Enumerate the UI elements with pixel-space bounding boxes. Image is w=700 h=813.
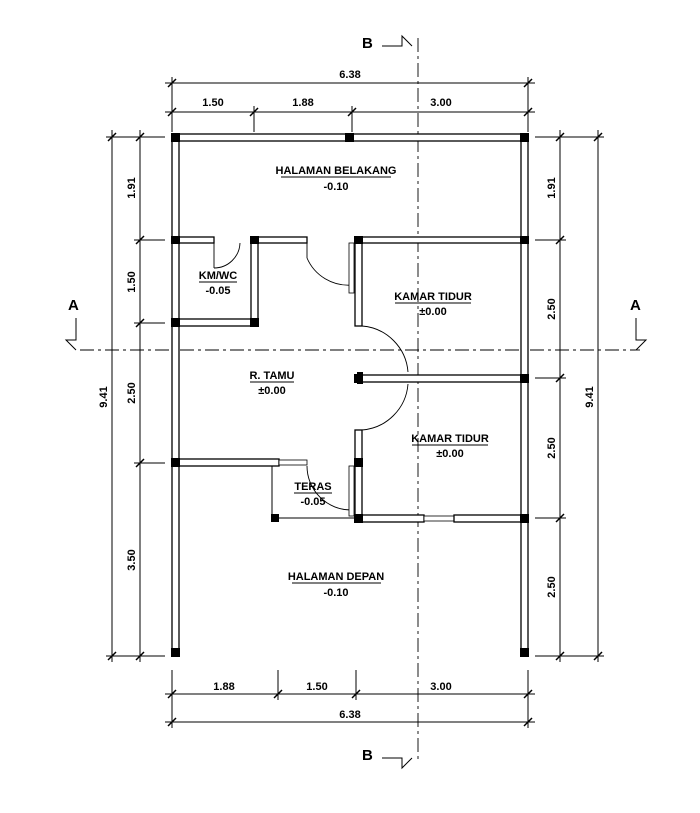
room-kamar-tidur-2: KAMAR TIDUR ±0.00 bbox=[411, 433, 489, 460]
column bbox=[345, 133, 354, 142]
dim-top-seg3: 3.00 bbox=[430, 97, 451, 109]
column bbox=[171, 133, 180, 142]
room-level: ±0.00 bbox=[258, 385, 285, 397]
room-r-tamu: R. TAMU ±0.00 bbox=[249, 370, 294, 397]
door-teras-panel bbox=[348, 465, 355, 517]
dimension-right: 1.91 2.50 2.50 2.50 9.41 bbox=[535, 130, 604, 662]
wall-kamar2-bottom-right bbox=[453, 514, 522, 523]
room-teras: TERAS -0.05 bbox=[294, 481, 332, 508]
dim-left-seg1: 1.91 bbox=[126, 177, 138, 198]
section-label-a-left: A bbox=[68, 297, 79, 314]
wall-kamar-top bbox=[354, 236, 522, 244]
room-kamar-tidur-1: KAMAR TIDUR ±0.00 bbox=[394, 291, 472, 318]
wall-kmwc-bottom bbox=[178, 318, 259, 327]
dim-bottom-seg2: 1.50 bbox=[306, 681, 327, 693]
wall-outer-right bbox=[520, 133, 529, 657]
room-level: -0.10 bbox=[323, 587, 348, 599]
door-teras-swing bbox=[306, 465, 352, 511]
room-level: -0.10 bbox=[323, 181, 348, 193]
dimension-top: 6.38 1.50 1.88 3.00 bbox=[165, 69, 535, 132]
column bbox=[354, 458, 363, 467]
section-label-b-top: B bbox=[362, 35, 373, 52]
column bbox=[171, 236, 180, 244]
room-name: KAMAR TIDUR bbox=[394, 291, 472, 303]
dim-right-seg4: 2.50 bbox=[546, 576, 558, 597]
section-marker-b-bottom: B bbox=[362, 747, 413, 770]
doors bbox=[213, 242, 409, 517]
wall-kamar2-bottom-left bbox=[361, 514, 425, 523]
dim-bottom-seg3: 3.00 bbox=[430, 681, 451, 693]
wall-tamu-bottom bbox=[178, 458, 280, 467]
room-name: HALAMAN BELAKANG bbox=[276, 165, 397, 177]
dim-bottom-seg1: 1.88 bbox=[213, 681, 234, 693]
column bbox=[171, 318, 180, 327]
section-marker-a-right: A bbox=[630, 297, 648, 351]
dim-right-seg3: 2.50 bbox=[546, 437, 558, 458]
column bbox=[250, 236, 259, 244]
room-halaman-belakang: HALAMAN BELAKANG -0.10 bbox=[276, 165, 397, 193]
column bbox=[354, 236, 363, 244]
door-kmwc-swing bbox=[213, 242, 241, 269]
wall-kmwc-right bbox=[250, 236, 259, 327]
room-halaman-depan: HALAMAN DEPAN -0.10 bbox=[288, 571, 384, 599]
wall-kamar2-left bbox=[354, 429, 363, 523]
column bbox=[171, 648, 180, 657]
dim-left-total: 9.41 bbox=[98, 386, 110, 407]
columns bbox=[171, 133, 529, 657]
dim-bottom-total: 6.38 bbox=[339, 709, 360, 721]
dim-right-total: 9.41 bbox=[584, 386, 596, 407]
section-marker-a-left: A bbox=[64, 297, 79, 351]
dim-top-seg2: 1.88 bbox=[292, 97, 313, 109]
dim-right-seg2: 2.50 bbox=[546, 298, 558, 319]
room-name: TERAS bbox=[294, 481, 331, 493]
door-frame bbox=[357, 372, 363, 384]
room-kmwc: KM/WC -0.05 bbox=[199, 270, 238, 297]
section-lines bbox=[80, 38, 640, 760]
dimension-left: 9.41 1.91 1.50 2.50 3.50 bbox=[98, 130, 165, 662]
column bbox=[520, 236, 529, 244]
door-kamar1-swing bbox=[361, 325, 409, 373]
room-name: KAMAR TIDUR bbox=[411, 433, 489, 445]
column bbox=[520, 514, 529, 523]
wall-outer-left bbox=[171, 133, 180, 657]
wall-between-kamar bbox=[361, 374, 522, 383]
section-marker-b-top: B bbox=[362, 34, 413, 52]
wall-kmwc-top-left bbox=[178, 236, 215, 244]
dim-left-seg2: 1.50 bbox=[126, 271, 138, 292]
dim-left-seg3: 2.50 bbox=[126, 382, 138, 403]
dim-left-seg4: 3.50 bbox=[126, 549, 138, 570]
room-level: -0.05 bbox=[300, 496, 325, 508]
window-kamar2 bbox=[423, 515, 455, 522]
column bbox=[171, 458, 180, 467]
wall-kamar1-left bbox=[354, 236, 363, 327]
door-back-swing bbox=[306, 257, 353, 286]
room-name: R. TAMU bbox=[249, 370, 294, 382]
column bbox=[520, 374, 529, 383]
wall-kmwc-top-right bbox=[250, 236, 308, 244]
door-kamar2-swing bbox=[361, 383, 409, 431]
room-level: ±0.00 bbox=[436, 448, 463, 460]
room-level: -0.05 bbox=[205, 285, 230, 297]
room-name: HALAMAN DEPAN bbox=[288, 571, 384, 583]
dim-top-seg1: 1.50 bbox=[202, 97, 223, 109]
door-back-panel bbox=[348, 242, 355, 294]
column bbox=[271, 514, 279, 522]
column bbox=[250, 318, 259, 327]
dim-top-total: 6.38 bbox=[339, 69, 360, 81]
room-level: ±0.00 bbox=[419, 306, 446, 318]
window-tamu bbox=[278, 459, 308, 466]
dim-right-seg1: 1.91 bbox=[546, 177, 558, 198]
section-label-a-right: A bbox=[630, 297, 641, 314]
column bbox=[354, 514, 363, 523]
dimension-bottom: 1.88 1.50 3.00 6.38 bbox=[165, 670, 535, 728]
column bbox=[520, 648, 529, 657]
room-name: KM/WC bbox=[199, 270, 238, 282]
column bbox=[520, 133, 529, 142]
section-label-b-bottom: B bbox=[362, 747, 373, 764]
